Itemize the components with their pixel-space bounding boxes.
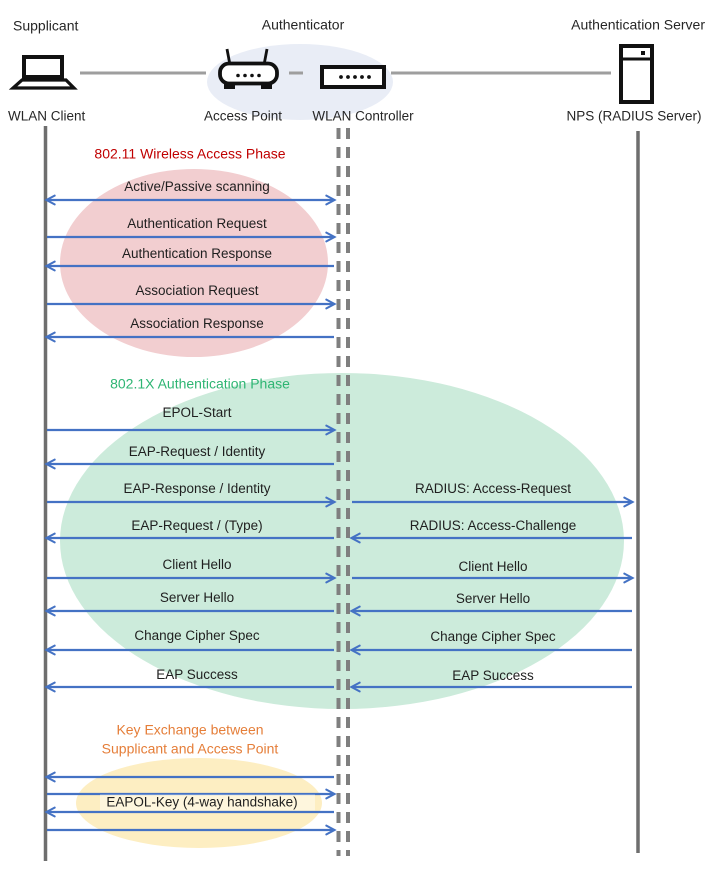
nps-radius-server-label: NPS (RADIUS Server) bbox=[566, 109, 701, 124]
phase1-ellipse bbox=[60, 169, 328, 357]
label-radius-access-request: RADIUS: Access-Request bbox=[415, 481, 571, 496]
phase2-ellipse bbox=[60, 373, 624, 709]
auth-server-role-label: Authentication Server bbox=[571, 17, 705, 33]
phase3-title-line1: Key Exchange between bbox=[116, 722, 263, 738]
label-client-hello-left: Client Hello bbox=[162, 557, 231, 572]
label-eap-success-right: EAP Success bbox=[452, 668, 534, 683]
label-epol-start: EPOL-Start bbox=[162, 405, 231, 420]
label-authentication-request: Authentication Request bbox=[127, 216, 267, 231]
phase3-title-line2: Supplicant and Access Point bbox=[102, 741, 279, 757]
access-point-label: Access Point bbox=[204, 109, 282, 124]
header: Supplicant Authenticator Authentication … bbox=[8, 17, 705, 124]
label-server-hello-left: Server Hello bbox=[160, 590, 234, 605]
label-client-hello-right: Client Hello bbox=[458, 559, 527, 574]
phase-key-exchange: Key Exchange between Supplicant and Acce… bbox=[47, 722, 334, 830]
supplicant-role-label: Supplicant bbox=[13, 18, 78, 34]
wlan-controller-icon bbox=[320, 65, 386, 89]
label-change-cipher-spec-right: Change Cipher Spec bbox=[430, 629, 556, 644]
label-eap-success-left: EAP Success bbox=[156, 667, 238, 682]
access-point-icon bbox=[218, 48, 279, 89]
laptop-icon bbox=[8, 55, 78, 90]
authenticator-role-label: Authenticator bbox=[262, 17, 345, 33]
wlan-controller-label: WLAN Controller bbox=[312, 109, 414, 124]
label-eap-response-identity: EAP-Response / Identity bbox=[123, 481, 270, 496]
eapol-key-label-band bbox=[100, 794, 315, 811]
label-eap-request-identity: EAP-Request / Identity bbox=[129, 444, 266, 459]
label-authentication-response: Authentication Response bbox=[122, 246, 272, 261]
label-change-cipher-spec-left: Change Cipher Spec bbox=[134, 628, 260, 643]
label-eapol-key-handshake: EAPOL-Key (4-way handshake) bbox=[106, 795, 297, 810]
label-association-response: Association Response bbox=[130, 316, 264, 331]
label-eap-request-type: EAP-Request / (Type) bbox=[131, 518, 262, 533]
phase-802-11-wireless-access: 802.11 Wireless Access Phase Active/Pass… bbox=[47, 146, 334, 337]
phase-802-1x-authentication: 802.1X Authentication Phase EPOL-Start E… bbox=[47, 376, 632, 687]
label-association-request: Association Request bbox=[135, 283, 258, 298]
label-server-hello-right: Server Hello bbox=[456, 591, 530, 606]
server-icon bbox=[619, 44, 654, 104]
phase1-title: 802.11 Wireless Access Phase bbox=[94, 146, 285, 162]
label-active-passive-scanning: Active/Passive scanning bbox=[124, 179, 270, 194]
phase3-ellipse bbox=[76, 758, 322, 848]
phase2-title: 802.1X Authentication Phase bbox=[110, 376, 290, 392]
lifelines bbox=[43, 126, 640, 861]
wlan-client-label: WLAN Client bbox=[8, 109, 86, 124]
label-radius-access-challenge: RADIUS: Access-Challenge bbox=[410, 518, 577, 533]
